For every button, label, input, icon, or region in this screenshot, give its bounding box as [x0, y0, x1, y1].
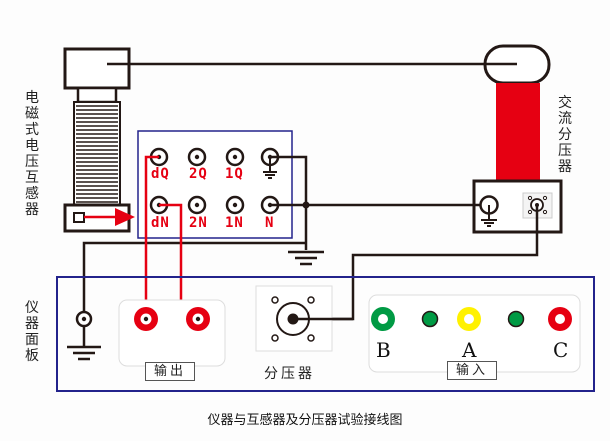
terminal-1q[interactable] [225, 147, 245, 167]
arrow-icon [115, 208, 135, 226]
output-terminal-1[interactable] [134, 307, 158, 331]
pt-label: 电磁式电压互感器 [25, 90, 39, 218]
phase-label-a: A [462, 338, 477, 362]
divider-label: 交流分压器 [558, 95, 572, 175]
terminal-ground-icon [263, 157, 277, 179]
terminal-label-2n: 2N [189, 215, 208, 231]
pt-coil [73, 101, 121, 206]
terminal-2q[interactable] [187, 147, 207, 167]
ground-wire [270, 155, 308, 250]
phase-label-b: B [376, 338, 391, 362]
divider-column [496, 83, 540, 180]
pt-neck [76, 86, 118, 104]
input-indicator-2 [507, 310, 525, 328]
pt-top-terminal [63, 47, 131, 90]
phase-label-c: C [553, 338, 569, 362]
output-group [118, 299, 226, 367]
panel-ground-wire [82, 241, 306, 319]
terminal-label-2q: 2Q [189, 166, 208, 182]
terminal-1n[interactable] [225, 195, 245, 215]
input-terminal-c[interactable] [548, 307, 572, 331]
panel-ground-terminal[interactable] [67, 310, 101, 361]
terminal-2n[interactable] [187, 195, 207, 215]
output-terminal-2[interactable] [186, 307, 210, 331]
pt-base-port [73, 212, 85, 223]
terminal-label-1q: 1Q [225, 166, 244, 182]
input-terminal-a[interactable] [457, 307, 481, 331]
terminal-label-n: N [265, 215, 275, 231]
junction-dot [302, 201, 310, 209]
instrument-panel [56, 276, 595, 392]
terminal-label-1n: 1N [225, 215, 244, 231]
main-ground-icon [288, 250, 324, 266]
input-label: 输入 [447, 361, 498, 380]
output-wire-dq [144, 155, 159, 319]
divider-ground-terminal [479, 195, 499, 227]
terminal-label-dq: dQ [151, 166, 170, 182]
diagram-caption: 仪器与互感器及分压器试验接线图 [207, 413, 403, 428]
terminal-label-dn: dN [151, 215, 170, 231]
output-label: 输出 [145, 362, 196, 381]
input-terminal-b[interactable] [371, 307, 395, 331]
input-indicator-1 [421, 310, 439, 328]
divider-port-label: 分压器 [264, 366, 315, 382]
panel-label: 仪器面板 [25, 300, 39, 364]
